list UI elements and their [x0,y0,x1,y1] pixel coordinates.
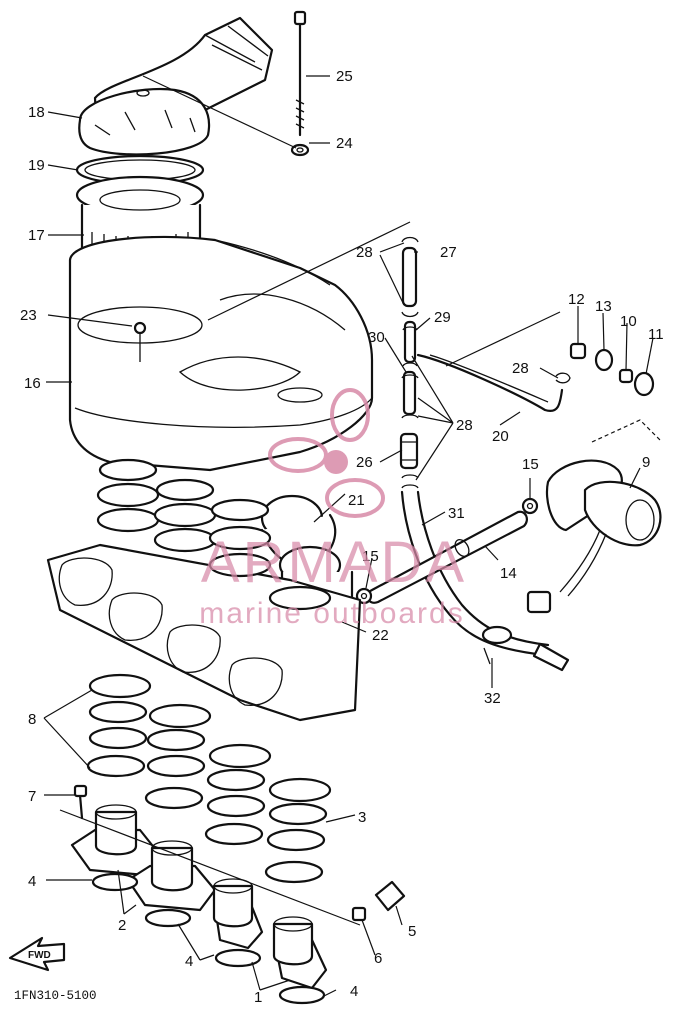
guide-line-solenoid [591,419,661,443]
upper-joint-bank [96,458,332,611]
callout-31: 31 [448,505,465,522]
callout-21: 21 [348,492,365,509]
watermark-tagline: marine outboards [199,597,464,630]
callout-27: 27 [440,244,457,261]
guide-line-breather [207,221,411,321]
callout-7: 7 [28,788,36,805]
fwd-arrow-label: FWD [28,950,51,961]
callout-32: 32 [484,690,501,707]
callout-10: 10 [620,313,637,330]
callout-24: 24 [336,135,353,152]
callout-4-bottom: 4 [350,983,358,1000]
breather-hose-27 [401,236,419,318]
clip-28 [555,372,571,384]
callout-11: 11 [648,326,664,343]
fwd-arrow: FWD [8,936,66,972]
callout-17: 17 [28,227,45,244]
leader-lines [43,75,654,997]
callout-8: 8 [28,711,36,728]
guide-line-clip [445,311,561,367]
watermark-brand: ARMADA [201,530,467,595]
solenoid-valve-9 [526,459,662,614]
fitting-5 [374,880,406,912]
long-bolt-25 [293,10,307,137]
callout-9: 9 [642,454,650,471]
callout-28-top: 28 [356,244,373,261]
callout-23: 23 [20,307,37,324]
callout-18: 18 [28,104,45,121]
callout-12: 12 [568,291,585,308]
o-rings-4 [91,872,326,1005]
callout-4-top: 4 [28,873,36,890]
bolt-7 [73,784,88,820]
callout-15-left: 15 [362,548,379,565]
hose-20 [416,353,564,413]
callout-labels: 25 24 18 19 17 23 16 28 27 29 30 28 28 2… [20,68,664,1006]
callout-20: 20 [492,428,509,445]
nut-15-upper [521,497,539,515]
hose-joint-assembly [399,320,419,489]
callout-3: 3 [358,809,366,826]
drawing-code: 1FN310-5100 [14,989,97,1003]
callout-25: 25 [336,68,353,85]
callout-13: 13 [595,298,612,315]
nut-6 [351,906,367,922]
callout-28-mid: 28 [456,417,473,434]
intake-manifolds [70,804,328,990]
intake-joint-stack [86,673,332,884]
callout-19: 19 [28,157,45,174]
callout-16: 16 [24,375,41,392]
callout-6: 6 [374,950,382,967]
washer-24 [290,143,310,157]
callout-28-right: 28 [512,360,529,377]
intake-duct [78,16,274,156]
callout-26: 26 [356,454,373,471]
drain-hose-31 [400,490,570,672]
guide-line-duct-bolt [142,75,297,149]
guide-line-manifold [59,809,361,926]
callout-15-right: 15 [522,456,539,473]
callout-29: 29 [434,309,451,326]
callout-1: 1 [254,989,262,1006]
callout-14: 14 [500,565,517,582]
callout-5: 5 [408,923,416,940]
callout-30: 30 [368,329,385,346]
screw-23 [133,321,147,362]
bracket-parts-10-13 [569,342,655,397]
armada-watermark: ARMADA marine outboards [199,388,467,630]
callout-22: 22 [372,627,389,644]
armada-logo-icon [268,388,385,518]
air-box [68,235,374,472]
hose-clamp-32 [481,625,513,665]
callout-4-mid: 4 [185,953,193,970]
callout-2: 2 [118,917,126,934]
